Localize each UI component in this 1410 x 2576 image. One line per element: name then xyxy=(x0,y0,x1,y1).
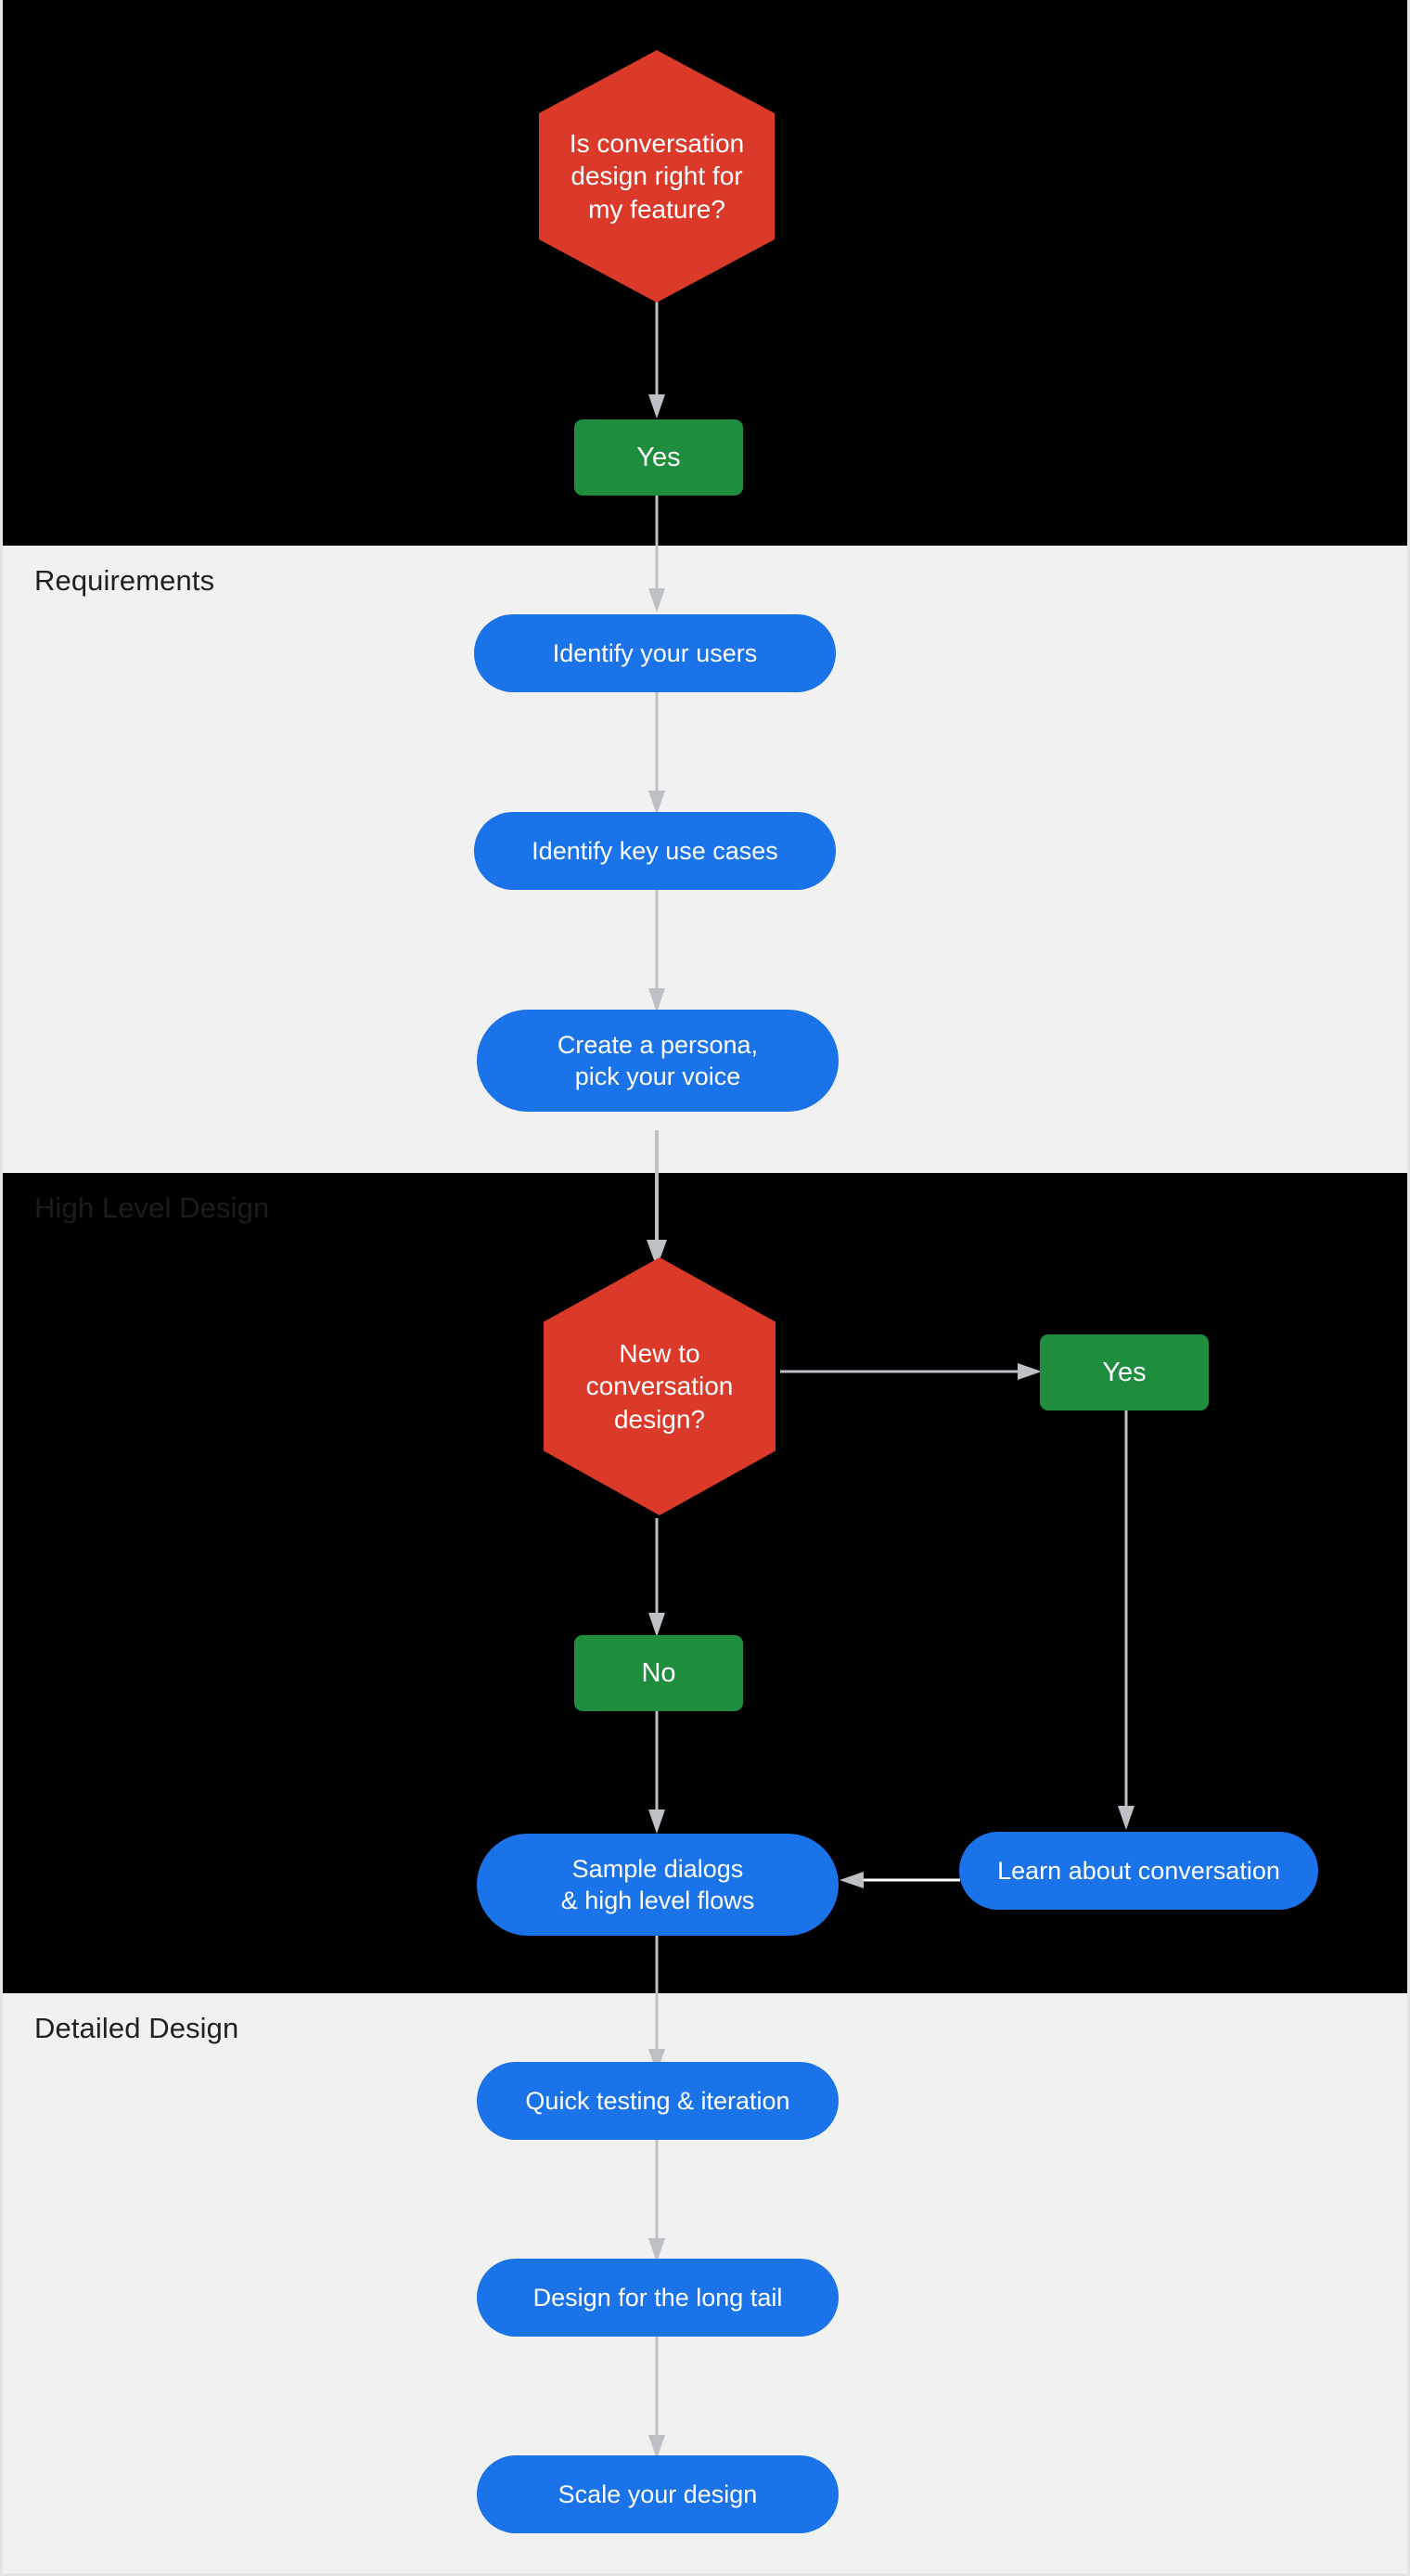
node-identify-key-use-cases[interactable]: Identify key use cases xyxy=(474,812,836,890)
edge-long-tail-to-scale-design xyxy=(646,2337,668,2461)
node-create-persona-label: Create a persona, pick your voice xyxy=(557,1030,759,1090)
edge-identify-cases-to-create-persona xyxy=(646,890,668,1014)
node-create-persona[interactable]: Create a persona, pick your voice xyxy=(477,1010,839,1112)
node-identify-users-label: Identify your users xyxy=(552,638,758,667)
node-sample-dialogs-label: Sample dialogs & high level flows xyxy=(560,1854,755,1914)
edge-learn-about-to-sample-dialogs xyxy=(840,1869,960,1891)
edge-quick-testing-to-long-tail xyxy=(646,2140,668,2264)
band-label-high-level-design: High Level Design xyxy=(34,1191,270,1224)
node-decision-start-label: Is conversation design right for my feat… xyxy=(569,129,745,224)
node-decision-new-to-conversation-design[interactable]: New to conversation design? xyxy=(544,1257,776,1515)
node-decision-new-label: New to conversation design? xyxy=(585,1339,734,1434)
node-identify-users[interactable]: Identify your users xyxy=(474,614,836,692)
edge-decision-start-to-yes1 xyxy=(646,302,668,420)
edge-no-to-sample-dialogs xyxy=(646,1711,668,1835)
edge-create-persona-to-decision-new xyxy=(646,1130,668,1269)
node-quick-testing-iteration-label: Quick testing & iteration xyxy=(525,2086,790,2115)
node-answer-yes-1-label: Yes xyxy=(636,442,681,472)
edge-decision-new-to-yes2 xyxy=(780,1360,1044,1383)
node-design-for-long-tail[interactable]: Design for the long tail xyxy=(477,2259,839,2337)
node-design-for-long-tail-label: Design for the long tail xyxy=(532,2283,783,2312)
node-learn-about-conversation-label: Learn about conversation xyxy=(997,1856,1280,1885)
node-scale-your-design-label: Scale your design xyxy=(558,2479,758,2508)
node-learn-about-conversation[interactable]: Learn about conversation xyxy=(959,1832,1318,1910)
node-answer-yes-1[interactable]: Yes xyxy=(574,419,743,496)
edge-decision-new-to-no xyxy=(646,1518,668,1639)
node-answer-no-label: No xyxy=(641,1657,676,1688)
node-scale-your-design[interactable]: Scale your design xyxy=(477,2455,839,2533)
node-answer-no[interactable]: No xyxy=(574,1635,743,1711)
edge-identify-users-to-identify-cases xyxy=(646,692,668,817)
band-label-detailed-design: Detailed Design xyxy=(34,2012,239,2044)
edge-sample-dialogs-to-quick-testing xyxy=(646,1936,668,2075)
edge-yes2-to-learn-about xyxy=(1115,1410,1137,1832)
node-answer-yes-2-label: Yes xyxy=(1102,1357,1147,1387)
edge-yes1-to-identify-users xyxy=(646,496,668,614)
band-label-requirements: Requirements xyxy=(34,564,215,597)
node-answer-yes-2[interactable]: Yes xyxy=(1040,1334,1209,1410)
node-identify-key-use-cases-label: Identify key use cases xyxy=(532,836,778,865)
node-quick-testing-iteration[interactable]: Quick testing & iteration xyxy=(477,2062,839,2140)
node-sample-dialogs[interactable]: Sample dialogs & high level flows xyxy=(477,1834,839,1936)
